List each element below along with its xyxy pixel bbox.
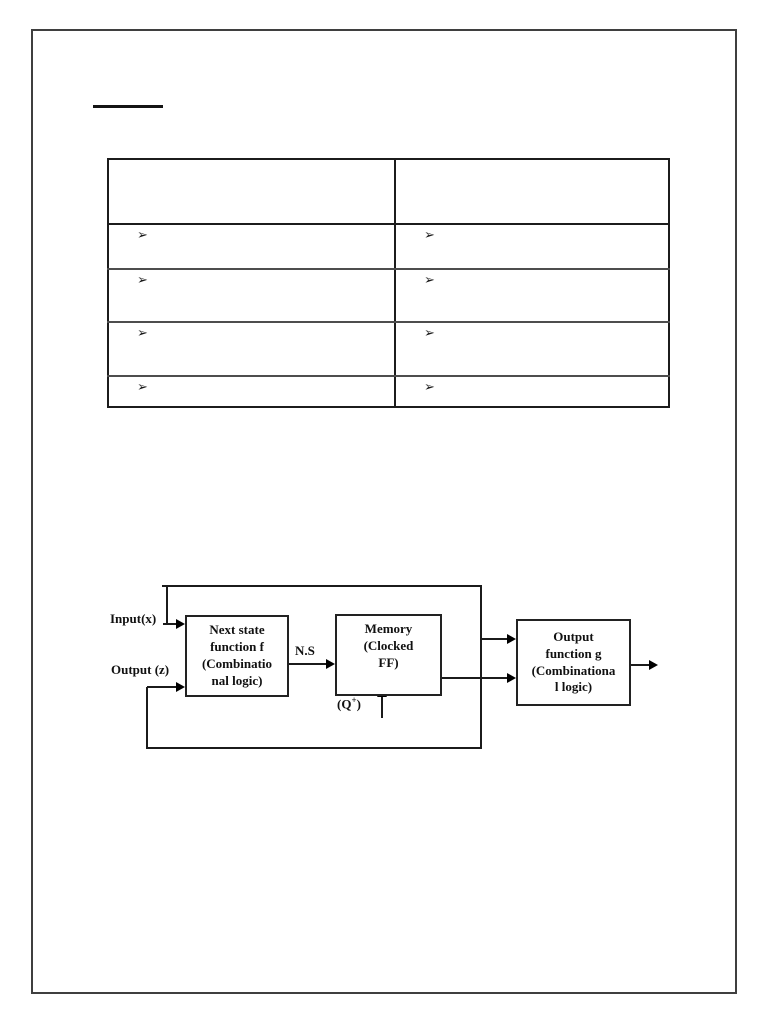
table-cell: ➢ [394,321,670,377]
heading-underline [93,105,163,108]
arrowhead-bullet-icon: ➢ [137,273,148,288]
next-state-function-label: Next state function f (Combinatio nal lo… [201,622,273,688]
input-feedforward-top-wire [162,585,482,587]
memory-box: Memory (Clocked FF) [335,614,442,696]
header-cell-right [394,158,670,225]
present-state-q-label: (Q+) [337,695,361,712]
table-cell: ➢ [107,321,396,377]
table-cell: ➢ [394,375,670,408]
final-output-wire [627,664,651,666]
feedback-bottom-wire [146,747,482,749]
clock-wire [381,694,383,718]
table-cell: ➢ [107,268,396,323]
q-label-close: ) [356,696,361,712]
memory-to-output-function-wire [438,677,509,679]
arrowhead-bullet-icon: ➢ [424,273,435,288]
comparison-table: ➢ ➢ ➢ ➢ ➢ ➢ ➢ ➢ [107,158,670,408]
arrowhead-bullet-icon: ➢ [137,380,148,395]
table-cell: ➢ [394,268,670,323]
table-row: ➢ ➢ [107,223,670,270]
upper-output-arrowhead-icon [507,634,516,644]
table-cell: ➢ [107,375,396,408]
right-vertical-wire [480,585,482,749]
next-state-function-box: Next state function f (Combinatio nal lo… [185,615,289,697]
table-cell: ➢ [107,223,396,270]
feedback-into-next-state-wire [147,686,178,688]
arrowhead-bullet-icon: ➢ [424,326,435,341]
header-cell-left [107,158,396,225]
arrowhead-bullet-icon: ➢ [424,228,435,243]
table-row: ➢ ➢ [107,268,670,323]
arrowhead-bullet-icon: ➢ [137,326,148,341]
output-function-box: Output function g (Combinationa l logic) [516,619,631,706]
input-arrowhead-icon [176,619,185,629]
next-state-wire [287,663,328,665]
table-header-row [107,158,670,225]
feedback-left-vertical-wire [146,687,148,749]
output-label: Output (z) [111,662,170,677]
arrowhead-bullet-icon: ➢ [424,380,435,395]
q-label-open: (Q [337,696,352,712]
next-state-arrowhead-icon [326,659,335,669]
lower-output-arrowhead-icon [507,673,516,683]
feedback-arrowhead-icon [176,682,185,692]
table-cell: ➢ [394,223,670,270]
output-function-label: Output function g (Combinationa l logic) [531,628,616,695]
input-wire [163,623,178,625]
input-label: Input(x) [110,611,157,626]
q-label-superscript: + [351,695,357,705]
final-output-arrowhead-icon [649,660,658,670]
arrowhead-bullet-icon: ➢ [137,228,148,243]
memory-label: Memory (Clocked FF) [363,621,414,670]
table-row: ➢ ➢ [107,375,670,408]
input-branch-vertical-wire [166,585,168,625]
input-to-output-function-wire [481,638,509,640]
table-row: ➢ ➢ [107,321,670,377]
next-state-signal-label: N.S [295,643,315,658]
